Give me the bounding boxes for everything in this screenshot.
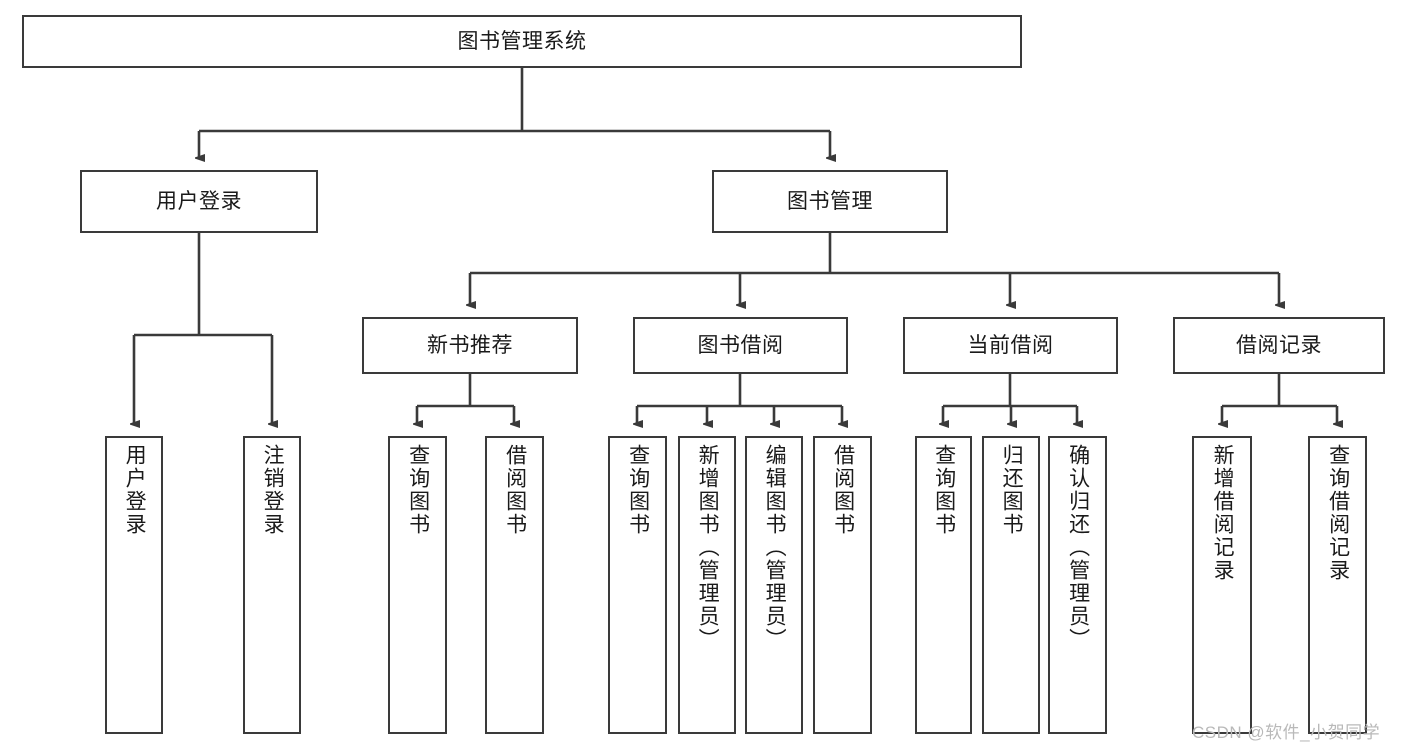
leaf-edit-book-admin[interactable]: 编辑图书（管理员） [745,436,803,734]
node-label: 借阅图书 [831,444,855,536]
node-label: 编辑图书（管理员） [763,444,787,651]
node-book-management[interactable]: 图书管理 [712,170,948,233]
node-root[interactable]: 图书管理系统 [22,15,1022,68]
node-label: 查询图书 [932,444,956,536]
node-label: 图书管理 [787,189,873,213]
leaf-query-borrow-record[interactable]: 查询借阅记录 [1308,436,1367,734]
leaf-query-book-recommend[interactable]: 查询图书 [388,436,447,734]
leaf-add-book-admin[interactable]: 新增图书（管理员） [678,436,736,734]
leaf-return-book[interactable]: 归还图书 [982,436,1040,734]
node-book-borrow[interactable]: 图书借阅 [633,317,848,374]
node-borrow-record[interactable]: 借阅记录 [1173,317,1385,374]
node-label: 查询借阅记录 [1326,444,1350,582]
node-label: 确认归还（管理员） [1066,444,1090,651]
node-label: 用户登录 [156,189,242,213]
leaf-user-logout[interactable]: 注销登录 [243,436,301,734]
node-label: 注销登录 [261,444,285,536]
leaf-query-book-current[interactable]: 查询图书 [915,436,972,734]
node-label: 借阅记录 [1236,333,1322,357]
watermark: CSDN @软件_小贺同学 [1192,723,1381,742]
leaf-borrow-book[interactable]: 借阅图书 [813,436,872,734]
node-user-login[interactable]: 用户登录 [80,170,318,233]
node-label: 图书管理系统 [457,29,587,53]
leaf-user-login[interactable]: 用户登录 [105,436,163,734]
node-label: 用户登录 [123,444,147,536]
node-label: 当前借阅 [967,333,1054,357]
node-label: 新书推荐 [427,333,513,357]
node-label: 图书借阅 [697,333,784,357]
leaf-borrow-book-recommend[interactable]: 借阅图书 [485,436,544,734]
node-label: 新增图书（管理员） [696,444,720,651]
node-label: 查询图书 [406,444,430,536]
node-label: 查询图书 [626,444,650,536]
node-label: 借阅图书 [503,444,527,536]
leaf-add-borrow-record[interactable]: 新增借阅记录 [1192,436,1252,734]
node-new-book-recommend[interactable]: 新书推荐 [362,317,578,374]
node-current-borrow[interactable]: 当前借阅 [903,317,1118,374]
node-label: 归还图书 [1000,444,1024,536]
leaf-confirm-return-admin[interactable]: 确认归还（管理员） [1048,436,1107,734]
leaf-query-book-borrow[interactable]: 查询图书 [608,436,667,734]
node-label: 新增借阅记录 [1211,444,1235,582]
